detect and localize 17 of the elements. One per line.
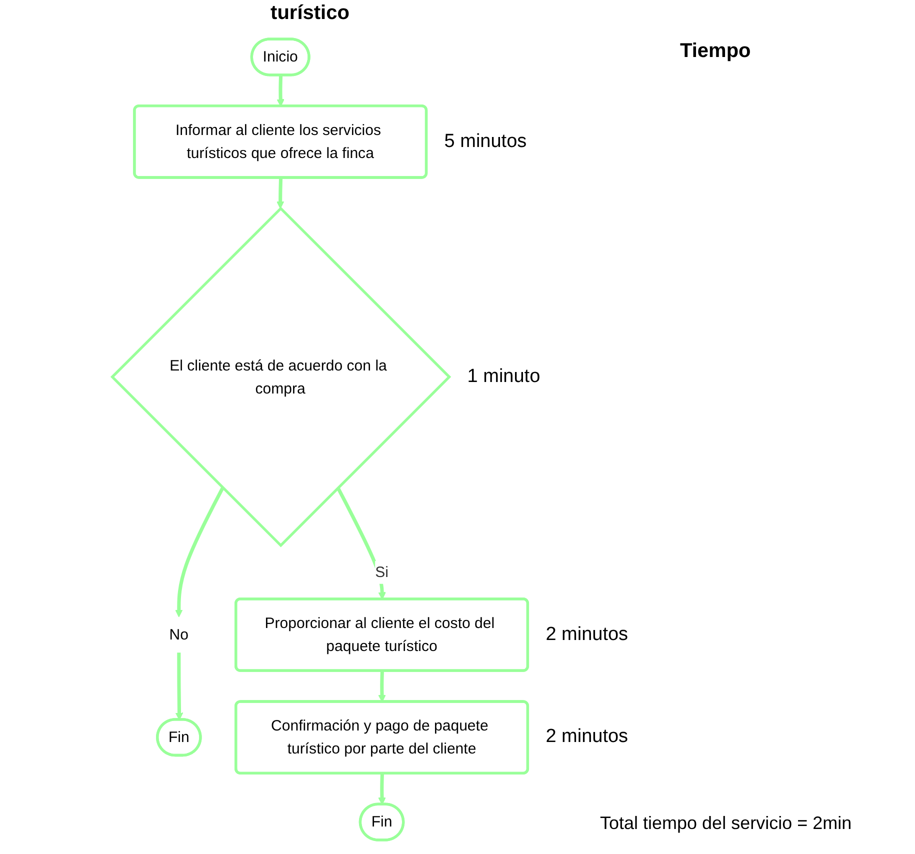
arrow [175, 486, 224, 618]
edge-label: Si [375, 564, 388, 580]
duration-label: 5 minutos [444, 130, 527, 153]
diagram-title: turístico [270, 2, 350, 25]
arrow [378, 774, 386, 805]
arrow [175, 652, 184, 720]
arrow [276, 178, 284, 209]
column-heading: Tiempo [680, 40, 751, 63]
node-diamond: El cliente está de acuerdo con la compra [110, 206, 452, 548]
note-text: Total tiempo del servicio = 2min [600, 813, 852, 834]
arrow [336, 487, 386, 600]
arrow [276, 75, 284, 107]
duration-label: 1 minuto [467, 366, 540, 388]
duration-label: 2 minutos [546, 726, 628, 748]
arrow [378, 670, 386, 702]
duration-label: 2 minutos [546, 624, 628, 646]
node-text: No [169, 626, 189, 643]
